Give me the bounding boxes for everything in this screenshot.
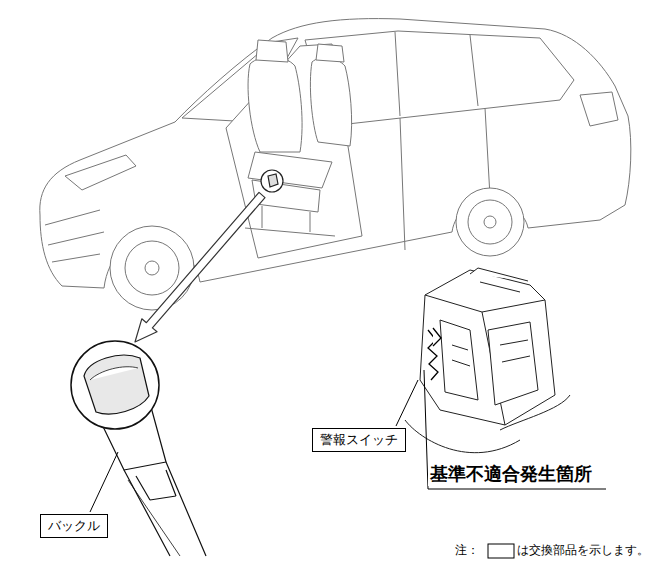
buckle — [90, 367, 138, 380]
zoom-circle — [261, 170, 283, 192]
part-name-box: バックル — [40, 514, 108, 538]
buckle — [84, 355, 149, 414]
wheel — [468, 200, 512, 244]
wheel — [456, 188, 524, 256]
wheel — [125, 241, 179, 295]
wheel — [110, 226, 194, 310]
seat — [245, 40, 352, 236]
alarm-switch-housing — [405, 268, 570, 453]
alarm-switch-housing — [452, 340, 530, 366]
zoom-circle — [268, 174, 278, 187]
seat — [316, 44, 344, 62]
part-name: バックル — [48, 518, 100, 534]
alarm-switch-housing — [420, 270, 555, 425]
alarm-switch-housing — [470, 268, 528, 292]
alarm-switch-housing — [425, 295, 545, 425]
car-body — [65, 155, 136, 190]
buckle — [71, 341, 159, 429]
switch-leader — [424, 370, 606, 489]
seat — [245, 180, 335, 236]
car-body — [226, 44, 362, 258]
part-name: 警報スイッチ — [320, 432, 398, 448]
switch-leader — [396, 380, 418, 426]
note-box — [488, 544, 514, 558]
car-body — [580, 92, 618, 126]
alarm-switch — [428, 328, 441, 380]
buckle-leader — [90, 452, 118, 512]
note-text: は交換部品を示します。 — [517, 543, 649, 557]
wheel — [484, 216, 496, 228]
seat — [248, 57, 302, 152]
zoom-circle — [261, 170, 283, 192]
buckle-leader — [90, 452, 118, 512]
car-body — [45, 210, 104, 262]
note-label: 注： — [455, 543, 479, 557]
car-body — [395, 32, 478, 116]
seat — [256, 40, 288, 62]
note-box — [488, 544, 514, 558]
seat — [310, 57, 351, 146]
buckle — [128, 480, 180, 556]
part-name-box: 警報スイッチ — [312, 428, 406, 452]
defect-location-label: 基準不適合発生箇所 — [428, 464, 594, 486]
zoom-arrow — [135, 192, 265, 342]
alarm-switch-housing — [440, 320, 538, 405]
alarm-switch — [433, 328, 441, 346]
zoom-arrow — [135, 192, 265, 342]
buckle — [124, 462, 206, 556]
wheel — [145, 261, 159, 275]
switch-leader — [396, 370, 606, 489]
